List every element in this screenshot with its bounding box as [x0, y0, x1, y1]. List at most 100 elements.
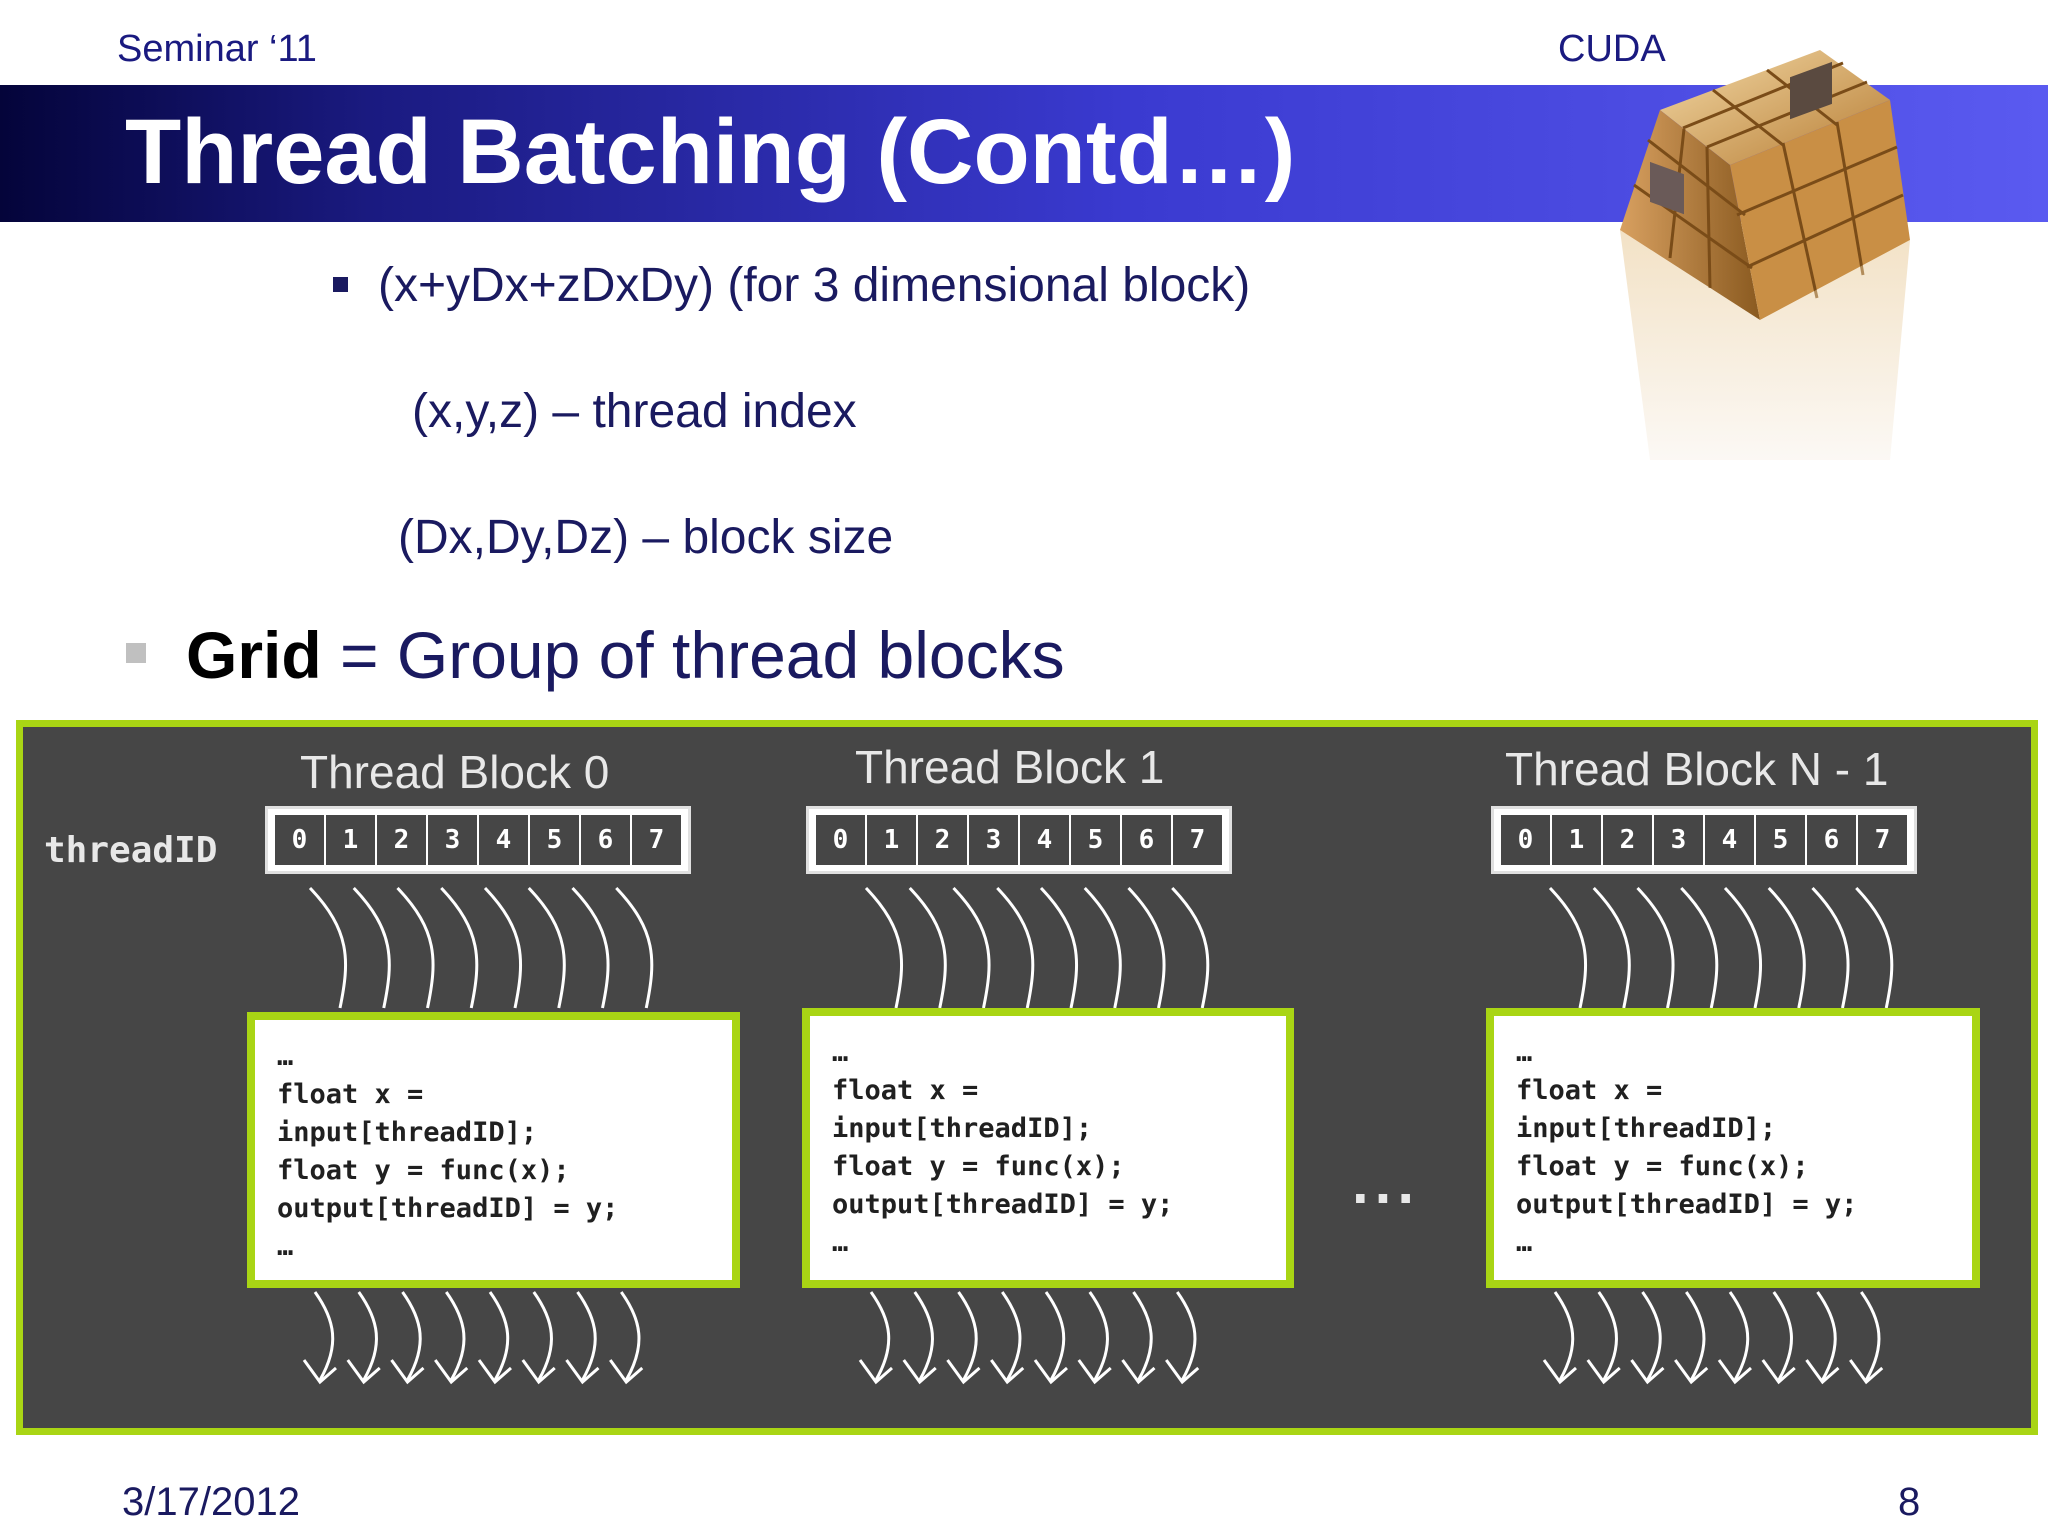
- thread-cell: 6: [1122, 815, 1171, 865]
- arrowhead-icon: [346, 1359, 381, 1385]
- thread-cell: 3: [969, 815, 1018, 865]
- thread-line: [1855, 886, 1894, 1009]
- thread-cell: 1: [326, 815, 375, 865]
- thread-cell: 4: [1705, 815, 1754, 865]
- thread-cell: 0: [816, 815, 865, 865]
- thread-arrow: [1772, 1291, 1793, 1381]
- thread-line: [1680, 886, 1719, 1009]
- arrowhead-icon: [1033, 1359, 1068, 1385]
- kernel-code-1: … float x = input[threadID]; float y = f…: [802, 1008, 1294, 1288]
- arrowhead-icon: [477, 1359, 512, 1385]
- kernel-code-n: … float x = input[threadID]; float y = f…: [1486, 1008, 1980, 1288]
- thread-arrow: [1088, 1291, 1109, 1381]
- thread-cell: 0: [1501, 815, 1550, 865]
- thread-id-cells-n: 0 1 2 3 4 5 6 7: [1491, 806, 1917, 874]
- thread-arrow: [401, 1291, 422, 1381]
- thread-arrow: [1553, 1291, 1575, 1381]
- thread-arrow: [532, 1291, 553, 1381]
- arrowhead-icon: [1586, 1359, 1621, 1385]
- thread-arrow: [1001, 1291, 1022, 1381]
- arrowhead-icon: [946, 1359, 981, 1385]
- arrowhead-icon: [1849, 1359, 1884, 1385]
- cube-logo-icon: [1620, 50, 1910, 460]
- arrowhead-icon: [521, 1359, 556, 1385]
- thread-arrow: [869, 1291, 891, 1381]
- arrowhead-icon: [609, 1359, 644, 1385]
- page-number: 8: [1898, 1480, 1921, 1524]
- arrowhead-icon: [1077, 1359, 1112, 1385]
- thread-cell: 3: [1654, 815, 1703, 865]
- thread-line: [440, 886, 479, 1009]
- thread-line: [1592, 886, 1631, 1009]
- thread-cell: 3: [428, 815, 477, 865]
- bullet-square-icon: [126, 642, 146, 663]
- thread-arrow: [313, 1291, 335, 1381]
- thread-line: [571, 886, 610, 1009]
- arrowhead-icon: [390, 1359, 425, 1385]
- thread-arrow: [1816, 1291, 1837, 1381]
- thread-cell: 7: [1173, 815, 1222, 865]
- thread-cell: 4: [479, 815, 528, 865]
- thread-line: [1548, 886, 1588, 1009]
- arrowhead-icon: [1761, 1359, 1796, 1385]
- header-right: CUDA: [1558, 28, 1666, 70]
- thread-arrow: [1641, 1291, 1662, 1381]
- thread-arrow: [576, 1291, 597, 1381]
- thread-arrow: [1728, 1291, 1750, 1381]
- arrowhead-icon: [1121, 1359, 1156, 1385]
- thread-arrow: [957, 1291, 978, 1381]
- arrowhead-icon: [902, 1359, 937, 1385]
- thread-arrow: [1044, 1291, 1066, 1381]
- kernel-code-0: … float x = input[threadID]; float y = f…: [247, 1012, 740, 1288]
- thread-line: [1039, 886, 1079, 1009]
- thread-cell: 2: [1603, 815, 1652, 865]
- thread-cell: 2: [918, 815, 967, 865]
- thread-arrow: [1597, 1291, 1618, 1381]
- thread-arrow: [488, 1291, 510, 1381]
- formula-line: (x+yDx+zDxDy) (for 3 dimensional block): [333, 258, 1250, 313]
- thread-line: [1083, 886, 1122, 1009]
- arrowhead-icon: [858, 1359, 893, 1385]
- arrowhead-icon: [1674, 1359, 1709, 1385]
- grid-term: Grid: [186, 618, 322, 692]
- arrowhead-icon: [1717, 1359, 1752, 1385]
- thread-line: [615, 886, 654, 1009]
- threadid-label: threadID: [44, 830, 218, 871]
- ellipsis: ...: [1352, 1149, 1421, 1216]
- thread-cell: 5: [1071, 815, 1120, 865]
- thread-block-title-0: Thread Block 0: [300, 746, 610, 798]
- thread-id-cells-1: 0 1 2 3 4 5 6 7: [806, 806, 1232, 874]
- thread-block-title-1: Thread Block 1: [855, 741, 1165, 793]
- thread-cell: 5: [530, 815, 579, 865]
- thread-cell: 7: [1858, 815, 1907, 865]
- thread-cell: 6: [581, 815, 630, 865]
- thread-arrow: [620, 1291, 641, 1381]
- thread-line: [352, 886, 391, 1009]
- arrowhead-icon: [990, 1359, 1025, 1385]
- thread-arrow: [1860, 1291, 1881, 1381]
- arrowhead-icon: [565, 1359, 600, 1385]
- thread-cell: 6: [1807, 815, 1856, 865]
- arrowhead-icon: [302, 1359, 337, 1385]
- block-size-line: (Dx,Dy,Dz) – block size: [398, 511, 894, 564]
- thread-arrow: [1685, 1291, 1706, 1381]
- thread-line: [952, 886, 991, 1009]
- thread-line: [1767, 886, 1806, 1009]
- thread-id-cells-0: 0 1 2 3 4 5 6 7: [265, 806, 691, 874]
- arrowhead-icon: [1630, 1359, 1665, 1385]
- slide-title: Thread Batching (Contd…): [125, 101, 1296, 203]
- thread-line: [308, 886, 348, 1009]
- bullet-square-icon: [333, 276, 348, 292]
- thread-line: [483, 886, 523, 1009]
- thread-line: [1636, 886, 1675, 1009]
- thread-line: [996, 886, 1035, 1009]
- thread-cell: 0: [275, 815, 324, 865]
- formula-text: (x+yDx+zDxDy) (for 3 dimensional block): [378, 259, 1251, 312]
- thread-line: [396, 886, 435, 1009]
- thread-arrow: [913, 1291, 934, 1381]
- thread-line: [908, 886, 947, 1009]
- thread-index-line: (x,y,z) – thread index: [412, 385, 857, 438]
- thread-cell: 1: [1552, 815, 1601, 865]
- arrowhead-icon: [1542, 1359, 1577, 1385]
- thread-line: [864, 886, 904, 1009]
